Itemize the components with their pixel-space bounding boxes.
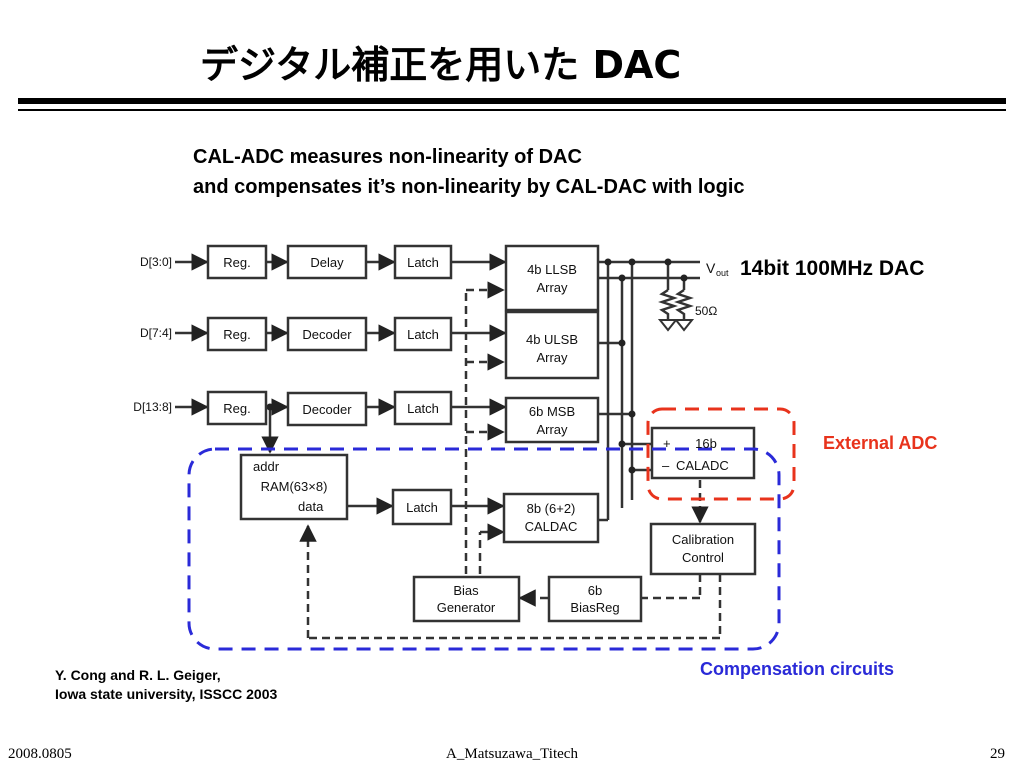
vout-label: V bbox=[706, 260, 716, 276]
reg-label-2: Reg. bbox=[223, 327, 250, 342]
msb-label-line-2: Array bbox=[536, 422, 568, 437]
bias-gen-label-line-2: Generator bbox=[437, 600, 496, 615]
reg-box-2 bbox=[206, 316, 268, 352]
llsb-label-line-1: 4b LLSB bbox=[527, 262, 577, 277]
ram-box bbox=[239, 453, 349, 521]
decoder-label-2: Decoder bbox=[302, 402, 352, 417]
citation-line-1: Y. Cong and R. L. Geiger, bbox=[55, 667, 221, 683]
vout-subscript: out bbox=[716, 268, 729, 278]
msb-label-line-1: 6b MSB bbox=[529, 404, 575, 419]
decoder-box-2 bbox=[286, 391, 368, 427]
caldac-box bbox=[502, 492, 600, 544]
ram-label-addr: addr bbox=[253, 459, 280, 474]
biasreg-label-line-2: BiasReg bbox=[570, 600, 619, 615]
compensation-label: Compensation circuits bbox=[700, 659, 895, 679]
external-adc-region bbox=[646, 407, 796, 501]
resistor-label: 50Ω bbox=[695, 304, 717, 318]
reg-label-3: Reg. bbox=[223, 401, 250, 416]
calibration-control-box bbox=[649, 522, 757, 576]
page-number: 29 bbox=[990, 746, 1005, 762]
msb-array-box bbox=[504, 396, 600, 444]
llsb-array-box bbox=[504, 244, 600, 312]
description-line-2: and compensates it’s non-linearity by CA… bbox=[193, 176, 745, 198]
reg-label-1: Reg. bbox=[223, 255, 250, 270]
decoder-box-1 bbox=[286, 316, 368, 352]
ulsb-array-box bbox=[504, 310, 600, 380]
caladc-label: CALADC bbox=[676, 458, 729, 473]
caladc-plus-sign: + bbox=[663, 436, 671, 451]
footer-author: A_Matsuzawa_Titech bbox=[446, 746, 578, 762]
citation-line-2: Iowa state university, ISSCC 2003 bbox=[55, 686, 278, 702]
input-label-d13-8: D[13:8] bbox=[133, 400, 172, 414]
delay-label: Delay bbox=[310, 255, 344, 270]
ulsb-label-line-1: 4b ULSB bbox=[526, 332, 578, 347]
latch-label-4: Latch bbox=[406, 500, 438, 515]
bias-generator-box bbox=[412, 575, 521, 623]
ram-label-data: data bbox=[298, 499, 324, 514]
input-label-d7-4: D[7:4] bbox=[140, 326, 172, 340]
caladc-minus-sign: – bbox=[662, 458, 670, 473]
calibration-label-line-1: Calibration bbox=[672, 532, 734, 547]
reg-box-1 bbox=[206, 244, 268, 280]
latch-box-2 bbox=[393, 316, 453, 352]
title-rule-thick bbox=[18, 98, 1006, 104]
bias-gen-label-line-1: Bias bbox=[453, 583, 479, 598]
ram-label-line-2: RAM(63×8) bbox=[261, 479, 328, 494]
footer-date: 2008.0805 bbox=[8, 746, 72, 762]
latch-box-4 bbox=[391, 488, 453, 526]
caladc-label-16b: 16b bbox=[695, 436, 717, 451]
caladc-box bbox=[650, 426, 756, 480]
dac-spec-label: 14bit 100MHz DAC bbox=[740, 257, 925, 280]
caldac-label-line-1: 8b (6+2) bbox=[527, 501, 576, 516]
biasreg-box bbox=[547, 575, 643, 623]
title-rule-thin bbox=[18, 109, 1006, 111]
biasreg-label-line-1: 6b bbox=[588, 583, 602, 598]
description-line-1: CAL-ADC measures non-linearity of DAC bbox=[193, 146, 582, 168]
llsb-label-line-2: Array bbox=[536, 280, 568, 295]
ulsb-label-line-2: Array bbox=[536, 350, 568, 365]
calibration-label-line-2: Control bbox=[682, 550, 724, 565]
reg-box-3 bbox=[206, 390, 268, 426]
latch-label-2: Latch bbox=[407, 327, 439, 342]
latch-label-3: Latch bbox=[407, 401, 439, 416]
latch-box-1 bbox=[393, 244, 453, 280]
delay-box bbox=[286, 244, 368, 280]
external-adc-label: External ADC bbox=[823, 433, 938, 453]
input-label-d3-0: D[3:0] bbox=[140, 255, 172, 269]
caldac-label-line-2: CALDAC bbox=[525, 519, 578, 534]
decoder-label-1: Decoder bbox=[302, 327, 352, 342]
slide-title: デジタル補正を用いた DAC bbox=[200, 43, 682, 87]
latch-box-3 bbox=[393, 390, 453, 426]
latch-label-1: Latch bbox=[407, 255, 439, 270]
compensation-region bbox=[187, 447, 781, 651]
